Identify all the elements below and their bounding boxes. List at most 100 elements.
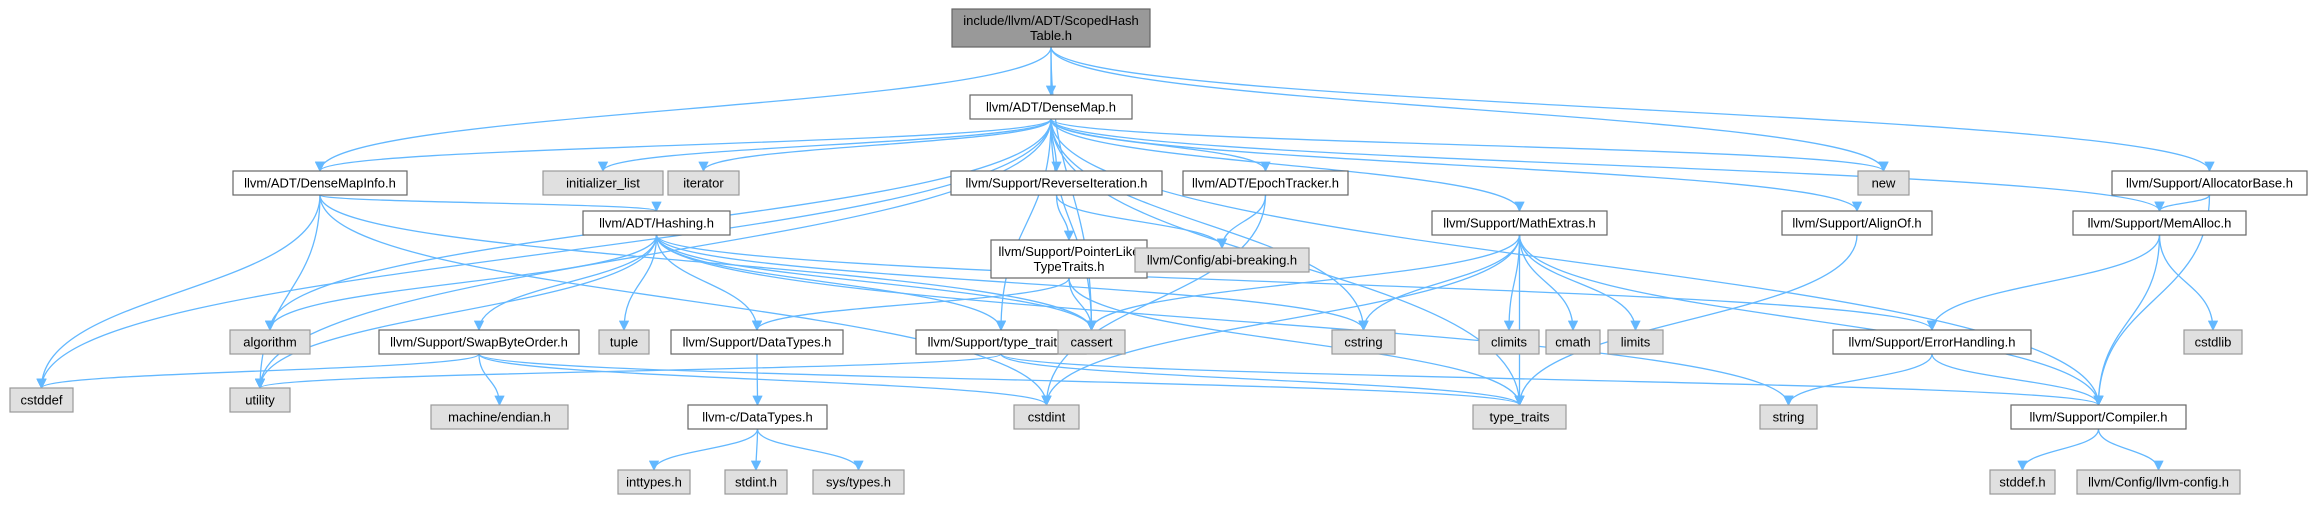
node-box xyxy=(1989,469,2056,495)
node-box xyxy=(2076,469,2241,495)
node-label: stdint.h xyxy=(735,475,777,490)
edge-memalloc-to-compiler xyxy=(2093,234,2161,407)
edge-densemap-to-cstring xyxy=(1050,118,1369,332)
node-box xyxy=(1134,247,1310,273)
node-box xyxy=(1182,170,1349,196)
node-datatypes[interactable]: llvm/Support/DataTypes.h xyxy=(670,329,844,355)
node-box xyxy=(990,239,1148,279)
node-cstddef: cstddef xyxy=(9,387,74,413)
node-box xyxy=(1331,329,1396,355)
node-stddef: stddef.h xyxy=(1989,469,2056,495)
node-errorhandling[interactable]: llvm/Support/ErrorHandling.h xyxy=(1832,329,2032,355)
node-box xyxy=(1431,210,1608,236)
node-box xyxy=(430,404,569,430)
node-label: climits xyxy=(1491,335,1528,350)
edge-reverseiter-to-abibreak xyxy=(1055,194,1228,250)
node-label: cstdlib xyxy=(2195,335,2232,350)
node-hashing[interactable]: llvm/ADT/Hashing.h xyxy=(582,210,731,236)
node-box xyxy=(687,404,828,430)
edge-hashing-to-algorithm xyxy=(264,234,658,332)
edge-root-to-allocbase xyxy=(1050,46,2215,173)
node-box xyxy=(542,170,664,196)
edge-mathextras-to-cstring xyxy=(1358,234,1521,332)
edge-cdatatypes-to-inttypes xyxy=(648,428,759,472)
node-box xyxy=(1832,329,2032,355)
node-box xyxy=(951,8,1151,48)
edge-densemap-to-alignof xyxy=(1050,118,1863,213)
node-box xyxy=(1857,170,1910,196)
node-densemapinfo[interactable]: llvm/ADT/DenseMapInfo.h xyxy=(232,170,408,196)
node-box xyxy=(812,469,905,495)
node-label: tuple xyxy=(610,335,638,350)
node-swapbyte[interactable]: llvm/Support/SwapByteOrder.h xyxy=(378,329,580,355)
node-box xyxy=(969,94,1133,120)
edge-hashing-to-errorhandling xyxy=(655,234,1937,332)
node-label: limits xyxy=(1621,335,1651,350)
edge-typetraitsh-to-compiler xyxy=(1000,353,2104,407)
node-box xyxy=(2072,210,2247,236)
node-inttypes: inttypes.h xyxy=(617,469,691,495)
edge-epoch-to-abibreak xyxy=(1216,194,1267,250)
node-cassert: cassert xyxy=(1057,329,1126,355)
edge-swapbyte-to-cstddef xyxy=(36,353,480,390)
edge-mathextras-to-cstdint xyxy=(1041,234,1521,407)
edge-compiler-to-stddef xyxy=(2017,428,2100,472)
node-box xyxy=(229,387,291,413)
node-label: llvm/Config/abi-breaking.h xyxy=(1147,253,1297,268)
node-epoch[interactable]: llvm/ADT/EpochTracker.h xyxy=(1182,170,1349,196)
node-label: llvm/ADT/EpochTracker.h xyxy=(1192,176,1339,191)
node-label: algorithm xyxy=(243,335,296,350)
node-label: cassert xyxy=(1071,335,1113,350)
node-reverseiter[interactable]: llvm/Support/ReverseIteration.h xyxy=(950,170,1163,196)
edge-mathextras-to-cassert xyxy=(1086,234,1521,332)
edge-hashing-to-string xyxy=(655,234,1794,407)
edge-allocbase-to-memalloc xyxy=(2154,194,2211,213)
edge-densemap-to-densemapinfo xyxy=(315,118,1052,173)
node-label: llvm/Support/ReverseIteration.h xyxy=(965,176,1147,191)
edge-epoch-to-cstdint xyxy=(1041,194,1267,407)
edge-densemap-to-initlist xyxy=(597,118,1052,173)
edge-densemap-to-mathextras xyxy=(1050,118,1525,213)
node-initlist: initializer_list xyxy=(542,170,664,196)
node-label: llvm-c/DataTypes.h xyxy=(702,410,813,425)
node-label: sys/types.h xyxy=(826,475,891,490)
node-label: utility xyxy=(245,393,275,408)
node-label: type_traits xyxy=(1490,410,1550,425)
node-box xyxy=(1478,329,1540,355)
edge-densemap-to-cassert xyxy=(1050,118,1097,332)
node-box xyxy=(2183,329,2243,355)
edge-densemap-to-memalloc xyxy=(1050,118,2165,213)
node-allocbase[interactable]: llvm/Support/AllocatorBase.h xyxy=(2111,170,2308,196)
node-label: cstdint xyxy=(1028,410,1066,425)
node-label: iterator xyxy=(683,176,724,191)
node-compiler[interactable]: llvm/Support/Compiler.h xyxy=(2010,404,2187,430)
edge-cdatatypes-to-systypes xyxy=(756,428,864,472)
node-label: initializer_list xyxy=(566,176,640,191)
node-alignof[interactable]: llvm/Support/AlignOf.h xyxy=(1781,210,1933,236)
edge-hashing-to-utility xyxy=(254,234,658,390)
node-box xyxy=(1472,404,1567,430)
node-label: TypeTraits.h xyxy=(1033,259,1104,274)
node-string: string xyxy=(1759,404,1818,430)
node-label: new xyxy=(1872,176,1896,191)
node-label: include/llvm/ADT/ScopedHash xyxy=(963,13,1139,28)
node-box xyxy=(617,469,691,495)
node-box xyxy=(1759,404,1818,430)
node-box xyxy=(667,170,740,196)
edge-mathextras-to-cmath xyxy=(1518,234,1579,332)
edge-hashing-to-datatypes xyxy=(655,234,763,332)
node-label: inttypes.h xyxy=(626,475,682,490)
node-box xyxy=(229,329,311,355)
node-memalloc[interactable]: llvm/Support/MemAlloc.h xyxy=(2072,210,2247,236)
node-box xyxy=(232,170,408,196)
edge-densemapinfo-to-utility xyxy=(254,194,321,390)
node-label: llvm/Support/MemAlloc.h xyxy=(2088,216,2232,231)
node-type_traits: type_traits xyxy=(1472,404,1567,430)
node-densemap[interactable]: llvm/ADT/DenseMap.h xyxy=(969,94,1133,120)
node-cdatatypes[interactable]: llvm-c/DataTypes.h xyxy=(687,404,828,430)
node-mathextras[interactable]: llvm/Support/MathExtras.h xyxy=(1431,210,1608,236)
edge-hashing-to-cassert xyxy=(655,234,1097,332)
edge-layer xyxy=(36,46,2219,472)
